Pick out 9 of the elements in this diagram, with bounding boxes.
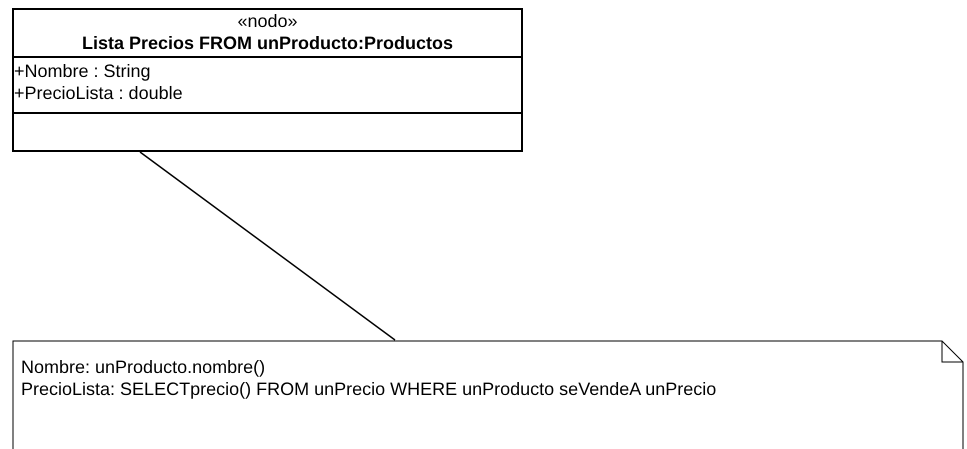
note-shape bbox=[12, 340, 964, 449]
note-text: Nombre: unProducto.nombre() bbox=[21, 356, 266, 378]
stereotype-label: «nodo» bbox=[236, 10, 299, 32]
class-box bbox=[12, 8, 523, 152]
attribute-text: +PrecioLista : double bbox=[14, 82, 184, 104]
attribute-text: +Nombre : String bbox=[14, 60, 152, 82]
class-name: Lista Precios FROM unProducto:Productos bbox=[80, 32, 454, 54]
connector-line bbox=[140, 151, 396, 341]
note-text: PrecioLista: SELECTprecio() FROM unPrecio WHERE unProducto seVendeA unPrecio bbox=[21, 378, 718, 400]
